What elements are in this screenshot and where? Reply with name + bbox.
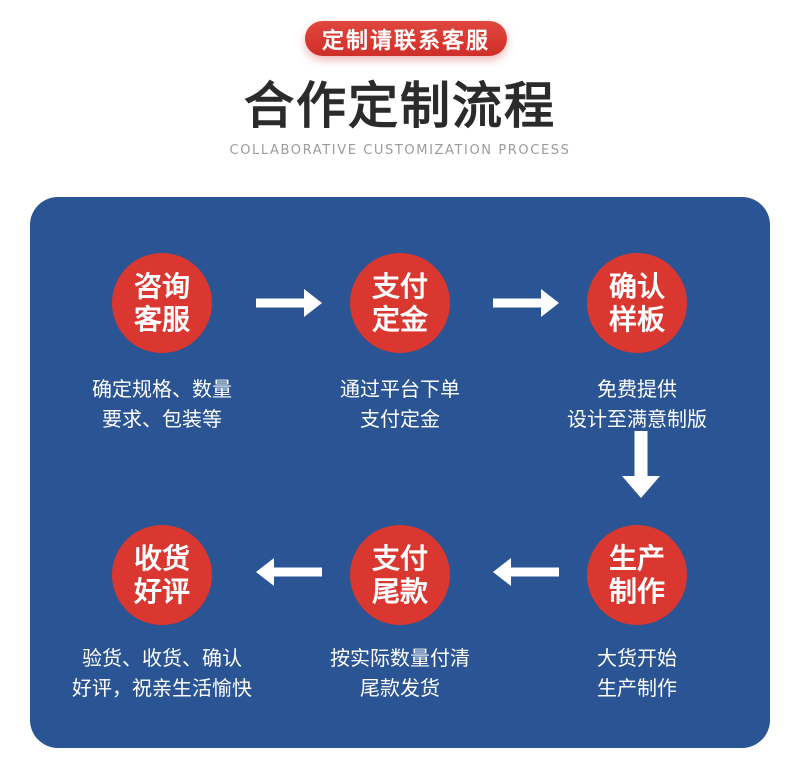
step-circle-production: 生产 制作 bbox=[587, 525, 687, 625]
arrow-left-icon bbox=[256, 558, 322, 586]
arrow-right-icon bbox=[493, 289, 559, 317]
step-label-line2: 客服 bbox=[133, 303, 190, 336]
caption-line1: 按实际数量付清 bbox=[330, 646, 470, 670]
step-caption-confirm-sample: 免费提供 设计至满意制版 bbox=[512, 374, 762, 434]
step-label-line2: 好评 bbox=[133, 575, 190, 608]
step-circle-pay-balance: 支付 尾款 bbox=[350, 525, 450, 625]
step-label-line2: 定金 bbox=[371, 303, 428, 336]
caption-line2: 尾款发货 bbox=[360, 676, 440, 700]
process-flow-panel: 咨询 客服 支付 定金 确认 样板 确定规格、数量 要求、包装等 通过平台下单 … bbox=[30, 197, 770, 748]
step-caption-receive-review: 验货、收货、确认 好评，祝亲生活愉快 bbox=[37, 643, 287, 703]
caption-line1: 验货、收货、确认 bbox=[82, 646, 242, 670]
contact-service-badge-label: 定制请联系客服 bbox=[321, 28, 490, 54]
step-caption-pay-deposit: 通过平台下单 支付定金 bbox=[275, 374, 525, 434]
caption-line1: 免费提供 bbox=[597, 377, 677, 401]
step-label-line2: 样板 bbox=[608, 303, 665, 336]
caption-line2: 支付定金 bbox=[360, 407, 440, 431]
step-circle-confirm-sample: 确认 样板 bbox=[587, 253, 687, 353]
step-label-line1: 支付 bbox=[371, 542, 428, 575]
step-caption-consult-service: 确定规格、数量 要求、包装等 bbox=[37, 374, 287, 434]
step-label-line1: 确认 bbox=[608, 270, 665, 303]
section-subtitle: COLLABORATIVE CUSTOMIZATION PROCESS bbox=[229, 143, 571, 158]
step-caption-pay-balance: 按实际数量付清 尾款发货 bbox=[275, 643, 525, 703]
step-label-line1: 生产 bbox=[608, 542, 665, 575]
arrow-down-icon bbox=[622, 431, 660, 498]
caption-line2: 要求、包装等 bbox=[102, 407, 222, 431]
step-label-line2: 尾款 bbox=[371, 575, 428, 608]
step-label-line1: 咨询 bbox=[133, 270, 190, 303]
step-circle-pay-deposit: 支付 定金 bbox=[350, 253, 450, 353]
section-title: 合作定制流程 bbox=[244, 77, 556, 135]
caption-line1: 确定规格、数量 bbox=[92, 377, 232, 401]
arrow-right-icon bbox=[256, 289, 322, 317]
caption-line2: 设计至满意制版 bbox=[567, 407, 707, 431]
step-label-line1: 收货 bbox=[133, 542, 190, 575]
step-label-line2: 制作 bbox=[608, 575, 665, 608]
step-circle-consult-service: 咨询 客服 bbox=[112, 253, 212, 353]
caption-line2: 好评，祝亲生活愉快 bbox=[72, 676, 252, 700]
caption-line2: 生产制作 bbox=[597, 676, 677, 700]
step-label-line1: 支付 bbox=[371, 270, 428, 303]
caption-line1: 大货开始 bbox=[597, 646, 677, 670]
arrow-left-icon bbox=[493, 558, 559, 586]
caption-line1: 通过平台下单 bbox=[340, 377, 460, 401]
contact-service-badge[interactable]: 定制请联系客服 bbox=[305, 21, 507, 56]
step-caption-production: 大货开始 生产制作 bbox=[512, 643, 762, 703]
step-circle-receive-review: 收货 好评 bbox=[112, 525, 212, 625]
